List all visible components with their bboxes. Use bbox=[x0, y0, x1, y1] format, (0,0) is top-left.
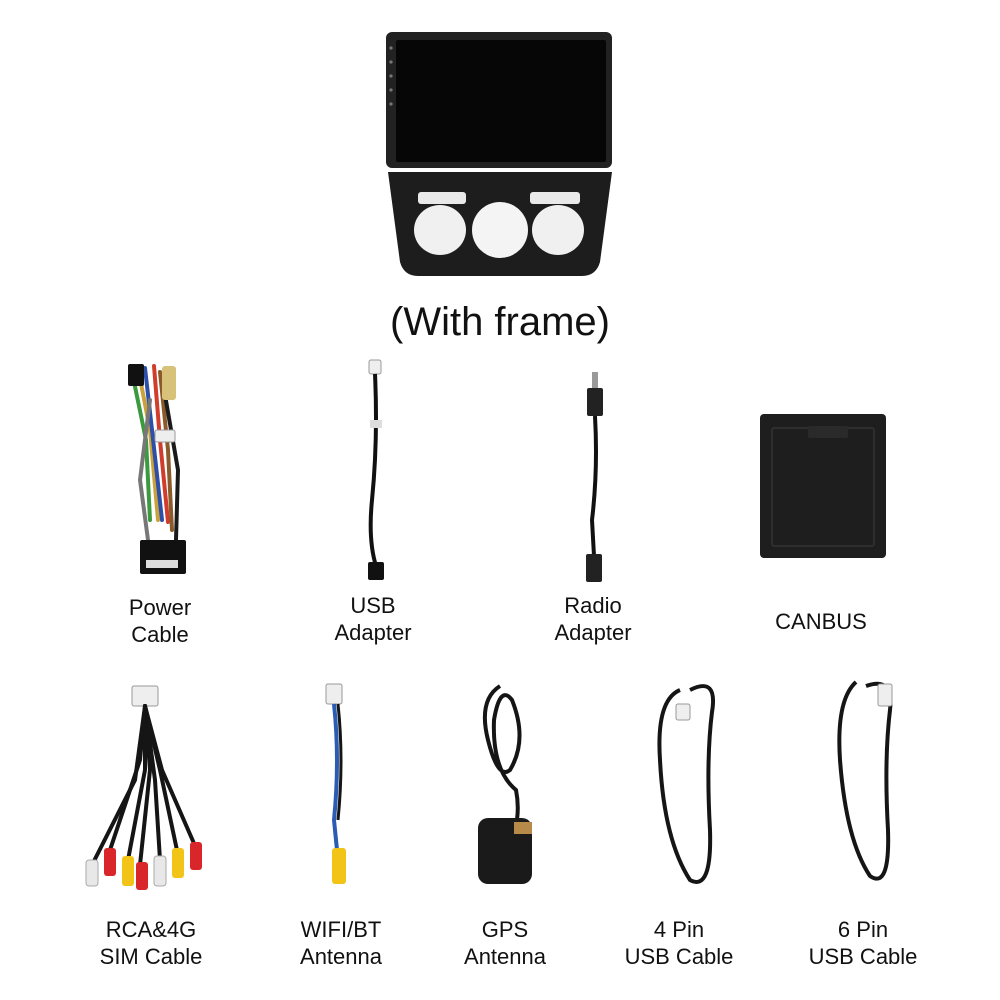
caption-power-cable: Power Cable bbox=[128, 595, 192, 647]
climate-knob-hole bbox=[472, 202, 528, 258]
caption-rca-4g-sim-cable: RCA&4G SIM Cable bbox=[99, 917, 203, 969]
dash-frame bbox=[388, 172, 612, 276]
climate-knob-hole bbox=[532, 205, 584, 255]
caption-radio-adapter: Radio Adapter bbox=[554, 593, 632, 645]
screen-bezel bbox=[386, 32, 612, 168]
side-button bbox=[389, 102, 393, 106]
climate-knob-hole bbox=[414, 205, 466, 255]
side-button bbox=[389, 74, 393, 78]
caption-gps-antenna: GPS Antenna bbox=[464, 917, 546, 969]
vent-slot bbox=[418, 192, 466, 204]
side-button bbox=[389, 88, 393, 92]
product-caption: (With frame) bbox=[390, 300, 610, 344]
side-button bbox=[389, 60, 393, 64]
caption-canbus: CANBUS bbox=[775, 609, 867, 634]
caption-6pin-usb-cable: 6 Pin USB Cable bbox=[808, 917, 918, 969]
caption-4pin-usb-cable: 4 Pin USB Cable bbox=[624, 917, 734, 969]
caption-usb-adapter: USB Adapter bbox=[334, 593, 412, 645]
vent-slot bbox=[530, 192, 580, 204]
screen-display bbox=[396, 40, 606, 162]
caption-wifi-bt-antenna: WIFI/BT Antenna bbox=[300, 917, 382, 969]
side-button bbox=[389, 46, 393, 50]
